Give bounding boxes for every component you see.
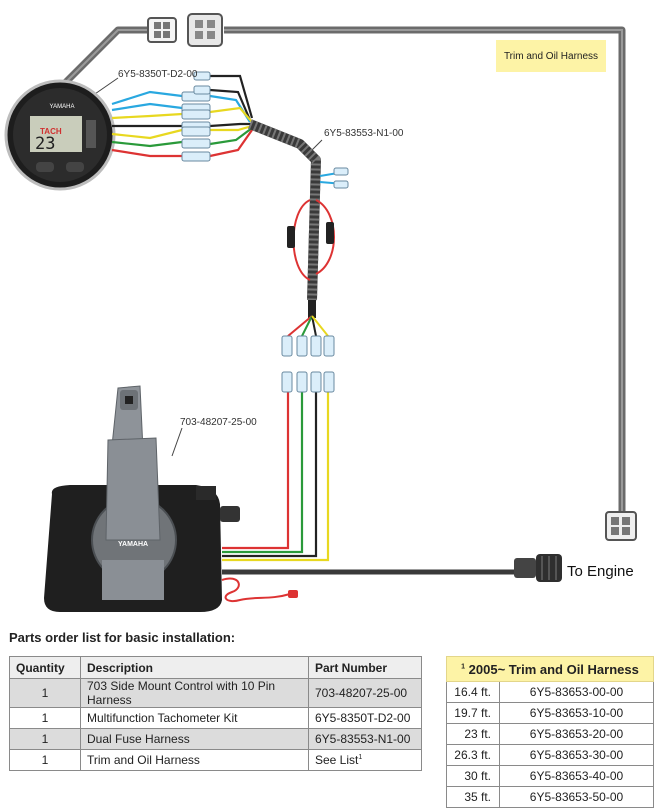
row-description: Dual Fuse Harness [80, 728, 309, 750]
see-list-text: See List [315, 753, 359, 767]
harness-part-number: 6Y5-83653-00-00 [499, 681, 654, 703]
footnote-mark: 1 [358, 754, 363, 761]
harness-header-row: 1 2005~ Trim and Oil Harness [446, 656, 654, 682]
row-quantity: 1 [9, 678, 81, 708]
trim-oil-harness-callout: Trim and Oil Harness [496, 40, 606, 72]
harness-length: 35 ft. [446, 786, 500, 808]
row-description: Trim and Oil Harness [80, 749, 309, 771]
table-row: 1 Multifunction Tachometer Kit 6Y5-8350T… [9, 707, 422, 729]
table-row: 26.3 ft. 6Y5-83653-30-00 [446, 744, 654, 766]
gauge-wire-connectors [181, 71, 211, 162]
to-engine-label: To Engine [567, 563, 634, 580]
fuse-harness-part-label: 6Y5-83553-N1-00 [324, 128, 404, 139]
trim-oil-harness-table: 1 2005~ Trim and Oil Harness 16.4 ft. 6Y… [446, 656, 654, 808]
header-quantity: Quantity [9, 656, 81, 679]
harness-length: 23 ft. [446, 723, 500, 745]
harness-length: 19.7 ft. [446, 702, 500, 724]
table-row: 16.4 ft. 6Y5-83653-00-00 [446, 681, 654, 703]
control-harness-wires [222, 371, 335, 562]
harness-part-number: 6Y5-83653-30-00 [499, 744, 654, 766]
gauge-wires [111, 74, 254, 158]
row-description: Multifunction Tachometer Kit [80, 707, 309, 729]
row-part-number: See List1 [308, 749, 422, 771]
row-quantity: 1 [9, 728, 81, 750]
row-part-number: 703-48207-25-00 [308, 678, 422, 708]
harness-length: 30 ft. [446, 765, 500, 787]
table-row: 1 Trim and Oil Harness See List1 [9, 749, 422, 771]
table-row: 1 Dual Fuse Harness 6Y5-83553-N1-00 [9, 728, 422, 750]
fuse-harness [248, 119, 349, 357]
harness-length: 16.4 ft. [446, 681, 500, 703]
header-description: Description [80, 656, 309, 679]
control-part-label: 703-48207-25-00 [180, 417, 257, 428]
wiring-diagram: TACH YAMAHA 23 [4, 13, 637, 612]
gauge-brand-text: YAMAHA [50, 104, 75, 110]
table-row: 30 ft. 6Y5-83653-40-00 [446, 765, 654, 787]
harness-part-number: 6Y5-83653-40-00 [499, 765, 654, 787]
harness-part-number: 6Y5-83653-20-00 [499, 723, 654, 745]
harness-table-title: 1 2005~ Trim and Oil Harness [446, 656, 654, 682]
parts-header-row: Quantity Description Part Number [9, 656, 422, 679]
harness-title-text: 2005~ Trim and Oil Harness [468, 661, 639, 677]
control-brand-text: YAMAHA [118, 541, 148, 548]
harness-footnote-mark: 1 [461, 663, 466, 671]
table-row: 19.7 ft. 6Y5-83653-10-00 [446, 702, 654, 724]
harness-part-number: 6Y5-83653-50-00 [499, 786, 654, 808]
parts-order-table: Quantity Description Part Number 1 703 S… [9, 656, 422, 771]
header-part-number: Part Number [308, 656, 422, 679]
table-row: 1 703 Side Mount Control with 10 Pin Har… [9, 678, 422, 708]
tachometer-gauge: TACH YAMAHA 23 [4, 79, 116, 191]
gauge-mode-text: TACH [40, 127, 62, 136]
tachometer-part-label: 6Y5-8350T-D2-00 [118, 69, 198, 80]
row-description: 703 Side Mount Control with 10 Pin Harne… [80, 678, 309, 708]
parts-list-title: Parts order list for basic installation: [9, 630, 236, 645]
table-row: 23 ft. 6Y5-83653-20-00 [446, 723, 654, 745]
harness-part-number: 6Y5-83653-10-00 [499, 702, 654, 724]
gauge-reading-text: 23 [35, 134, 55, 154]
row-part-number: 6Y5-8350T-D2-00 [308, 707, 422, 729]
harness-length: 26.3 ft. [446, 744, 500, 766]
side-mount-control: YAMAHA [44, 385, 298, 612]
wiring-diagram-svg: TACH YAMAHA 23 [4, 13, 637, 612]
row-part-number: 6Y5-83553-N1-00 [308, 728, 422, 750]
table-row: 35 ft. 6Y5-83653-50-00 [446, 786, 654, 808]
trim-oil-harness-cable [57, 13, 637, 541]
engine-harness [222, 554, 562, 582]
row-quantity: 1 [9, 749, 81, 771]
row-quantity: 1 [9, 707, 81, 729]
